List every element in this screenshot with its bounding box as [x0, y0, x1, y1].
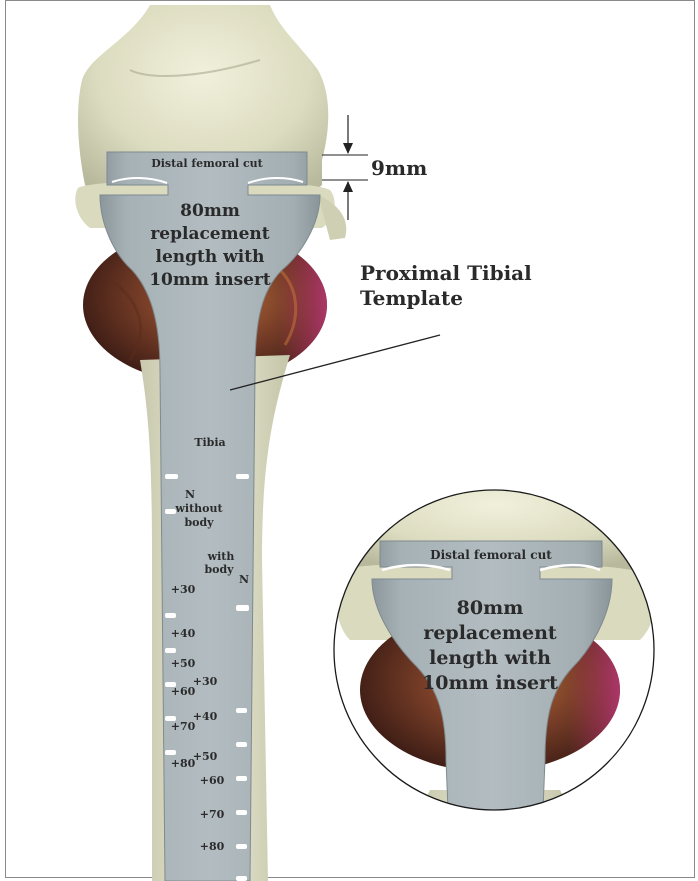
template-body-line-2: replacement	[150, 224, 269, 244]
proximal-tibial-template: Distal femoral cut 80mm replacement leng…	[100, 152, 320, 881]
template-body-line-3: length with	[156, 247, 265, 267]
scale-right-mark: +60	[200, 774, 225, 787]
scale-left-start: N	[185, 488, 195, 501]
arrow-up-icon	[343, 181, 353, 192]
template-body-line-4: 10mm insert	[149, 270, 271, 290]
callout-title-line1: Proximal Tibial	[360, 261, 532, 285]
scale-left-sub1: without	[174, 502, 223, 515]
scale-right-start: N	[239, 573, 249, 586]
scale-right-sub1: with	[207, 550, 235, 563]
scale-right-sub2: body	[204, 563, 234, 576]
scale-left-mark: +30	[171, 583, 196, 596]
inset-magnified-view: Distal femoral cut 80mm replacement leng…	[334, 470, 655, 810]
scale-right-mark: +30	[193, 675, 218, 688]
scale-right-mark: +40	[193, 710, 218, 723]
inset-body-line-3: length with	[429, 647, 551, 669]
inset-body-line-1: 80mm	[457, 597, 524, 619]
scale-left-mark: +50	[171, 657, 196, 670]
arrow-down-icon	[343, 143, 353, 154]
callout-title-line2: Template	[360, 286, 463, 310]
gap-dimension: 9mm	[322, 115, 427, 220]
scale-left-sub2: body	[184, 516, 214, 529]
gap-label: 9mm	[371, 156, 427, 180]
tibia-label: Tibia	[194, 436, 225, 449]
inset-body-line-2: replacement	[423, 622, 557, 644]
template-body-line-1: 80mm	[180, 201, 240, 221]
inset-body-line-4: 10mm insert	[422, 672, 558, 694]
scale-left-mark: +40	[171, 627, 196, 640]
scale-right-mark: +80	[200, 840, 225, 853]
scale-right-mark: +50	[193, 750, 218, 763]
template-top-label: Distal femoral cut	[151, 157, 263, 170]
scale-right-mark: +70	[200, 808, 225, 821]
inset-top-label: Distal femoral cut	[430, 548, 552, 562]
